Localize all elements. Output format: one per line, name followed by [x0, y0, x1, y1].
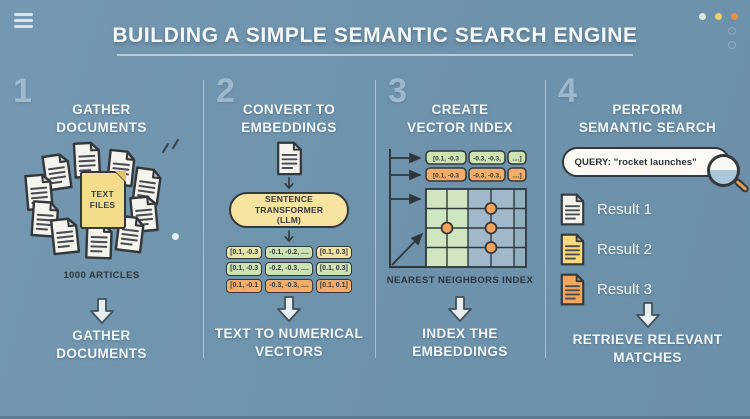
sentence-transformer-node: SENTENCE TRANSFORMER (LLM)	[229, 191, 349, 228]
document-icon	[559, 273, 586, 306]
window-dots	[699, 13, 738, 20]
vector-chip: [0.1, 0.1]	[315, 279, 352, 293]
down-arrow-icon	[276, 296, 302, 323]
result-label: Result 2	[597, 241, 653, 258]
documents-cluster-illustration: TEXT FILES	[22, 139, 182, 261]
decor-ring	[728, 27, 736, 35]
results-list: Result 1 Result 2 Result 3	[559, 193, 750, 306]
vector-index-illustration: [0.1, -0.3 -0.3, -0.3, ....] [0.1, -0.3 …	[389, 149, 527, 268]
transformer-label: SENTENCE TRANSFORMER (LLM)	[254, 194, 324, 225]
text-files-label: TEXT FILES	[89, 189, 116, 210]
step-column-3: 3 CREATE VECTOR INDEX	[375, 70, 545, 410]
result-label: Result 1	[597, 201, 653, 218]
dot-yellow	[715, 13, 722, 20]
step-footer: TEXT TO NUMERICAL VECTORS	[214, 326, 364, 359]
down-arrow-icon	[89, 298, 115, 325]
sparkle-icon	[161, 139, 179, 153]
decor-dot	[171, 233, 179, 240]
result-label: Result 3	[597, 281, 653, 298]
vector-chip: -0.2, -0.3, ....	[265, 262, 313, 277]
index-vector-row-green: [0.1, -0.3 -0.3, -0.3, ....]	[425, 150, 527, 165]
vector-chip: [0.1, -0.1	[226, 279, 263, 293]
menu-icon[interactable]	[14, 13, 34, 31]
articles-caption: 1000 ARTICLES	[63, 270, 140, 281]
embedding-vectors: [0.1, -0.3 -0.1, -0.2, .... [0.1, 0.3] […	[226, 245, 352, 293]
svg-text:....]: ....]	[512, 156, 521, 163]
magnifier-icon	[706, 154, 740, 187]
diagonal-arrow	[391, 232, 424, 266]
result-item: Result 1	[559, 193, 750, 226]
vector-chip: [0.1, -0.3	[226, 262, 263, 277]
text-files-document-icon: TEXT FILES	[79, 171, 126, 229]
column-divider	[375, 80, 376, 358]
vector-chip: [0.1, 0.3]	[315, 262, 352, 277]
document-icon	[273, 141, 306, 176]
step-heading: CONVERT TO EMBEDDINGS	[241, 102, 337, 135]
diagram: 1 GATHER DOCUMENTS TEXT FILES	[0, 70, 750, 419]
document-icon	[559, 233, 586, 266]
column-divider	[545, 80, 546, 358]
result-item: Result 2	[559, 233, 750, 266]
page-fold	[114, 171, 126, 182]
vector-chip: -0.3, -0.3, ....	[265, 279, 313, 293]
vector-chip: [0.1, -0.3	[226, 245, 263, 260]
index-grid	[425, 188, 527, 268]
query-illustration: QUERY: "rocket launches"	[561, 147, 750, 194]
step-number: 4	[558, 72, 577, 110]
index-caption: NEAREST NEIGHBORS INDEX	[386, 275, 534, 286]
decor-ring	[728, 41, 736, 49]
document-icon	[559, 193, 586, 226]
page-title: BUILDING A SIMPLE SEMANTIC SEARCH ENGINE	[112, 24, 638, 47]
result-item: Result 3	[559, 273, 750, 306]
document-icon	[48, 216, 82, 257]
step-number: 2	[216, 72, 235, 110]
down-arrow-icon	[447, 296, 473, 323]
svg-text:-0.3, -0.3,: -0.3, -0.3,	[473, 156, 501, 163]
axis-lines	[389, 149, 426, 268]
step-column-4: 4 PERFORM SEMANTIC SEARCH QUERY: "rocket…	[545, 70, 750, 410]
step-number: 3	[388, 72, 407, 110]
down-arrow-icon	[282, 177, 296, 190]
svg-text:-0.3, -0.3,: -0.3, -0.3,	[473, 173, 501, 180]
vector-chip: -0.1, -0.2, ....	[265, 245, 313, 260]
step-heading: CREATE VECTOR INDEX	[407, 102, 513, 135]
step-column-2: 2 CONVERT TO EMBEDDINGS SENTENCE TRANSFO…	[203, 70, 375, 410]
index-points	[440, 202, 498, 254]
step-heading: PERFORM SEMANTIC SEARCH	[578, 102, 717, 135]
bottom-edge	[0, 416, 750, 419]
svg-text:[0.1, -0.3: [0.1, -0.3	[433, 173, 459, 180]
step-footer: RETRIEVE RELEVANT MATCHES	[572, 332, 723, 365]
dot-green	[699, 13, 706, 20]
step-footer: GATHER DOCUMENTS	[56, 328, 147, 361]
step-heading: GATHER DOCUMENTS	[56, 102, 147, 135]
column-divider	[203, 80, 204, 358]
step-footer: INDEX THE EMBEDDINGS	[412, 326, 508, 359]
step-column-1: 1 GATHER DOCUMENTS TEXT FILES	[0, 70, 203, 410]
svg-text:....]: ....]	[512, 173, 521, 180]
title-underline	[117, 54, 633, 56]
svg-text:[0.1, -0.3: [0.1, -0.3	[433, 156, 459, 163]
query-pill: QUERY: "rocket launches"	[561, 147, 730, 177]
down-arrow-icon	[282, 230, 296, 243]
vector-chip: [0.1, 0.3]	[315, 245, 352, 260]
index-vector-row-orange: [0.1, -0.3 -0.3, -0.3, ....]	[425, 167, 527, 182]
query-text: QUERY: "rocket launches"	[574, 156, 697, 168]
step-number: 1	[13, 72, 32, 110]
dot-orange	[731, 13, 738, 20]
